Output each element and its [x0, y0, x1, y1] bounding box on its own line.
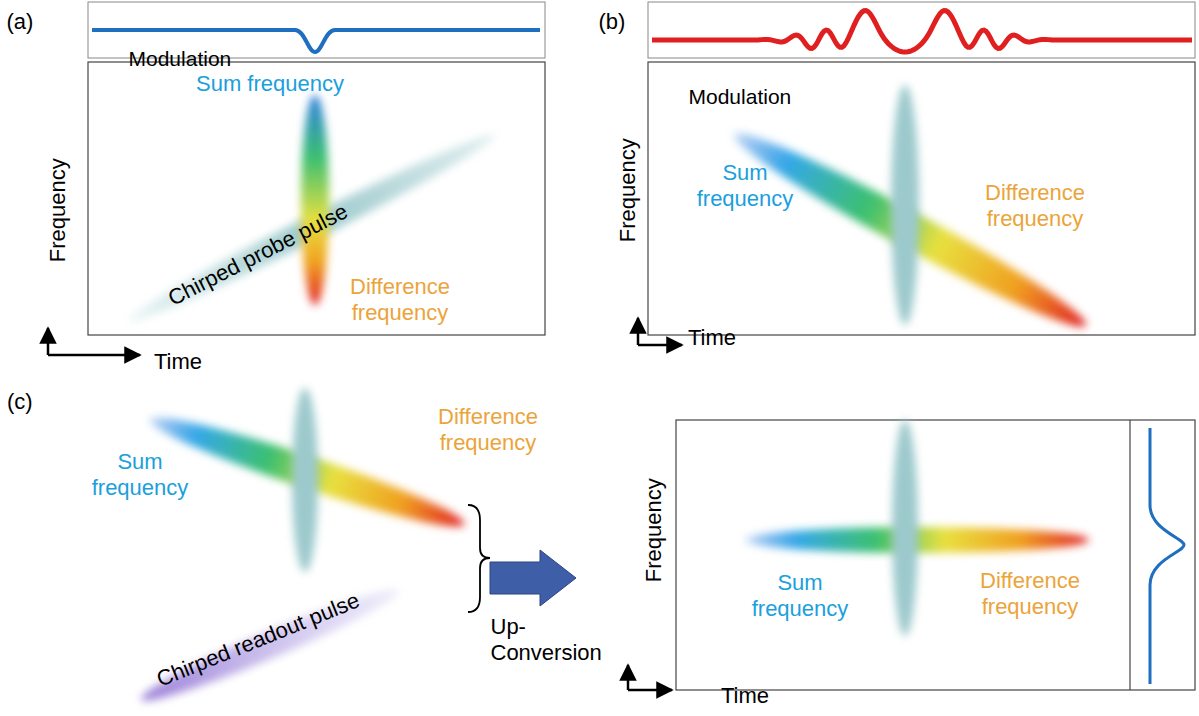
annotation-label: Difference frequency — [335, 274, 465, 327]
axis-arrow — [627, 665, 630, 690]
axis-arrow — [637, 318, 640, 345]
upconversion-arrow — [490, 550, 576, 606]
axis-arrow — [48, 354, 140, 357]
panel-letter: (a) — [7, 9, 34, 35]
annotation-label: Sum frequency — [680, 160, 810, 213]
spectrum-pulse — [301, 95, 329, 305]
axis-arrow — [628, 689, 672, 692]
annotation-label: Difference frequency — [970, 180, 1100, 233]
annotation-label: Up- Conversion — [491, 614, 606, 667]
bracket — [468, 505, 490, 612]
annotation-label: Time — [721, 683, 769, 709]
axis-arrow — [638, 344, 682, 347]
annotation-label: Modulation — [689, 84, 792, 109]
annotation-label: Chirped readout pulse — [153, 587, 364, 693]
panel-letter: (b) — [599, 9, 626, 35]
panel-frame — [676, 420, 1195, 690]
axis-label: Frequency — [641, 478, 667, 582]
annotation-label: Sum frequency — [196, 71, 344, 97]
pump-pulse — [292, 388, 318, 572]
spectrum-trace — [1150, 428, 1184, 684]
panel-frame — [88, 62, 545, 335]
modulation-trace — [652, 11, 1192, 52]
pump-pulse — [892, 420, 918, 636]
annotation-label: Difference frequency — [423, 404, 553, 457]
panel-letter: (c) — [7, 389, 33, 415]
annotation-label: Time — [688, 325, 736, 351]
annotation-label: Sum frequency — [80, 449, 200, 502]
pump-pulse — [891, 85, 919, 325]
annotation-label: Modulation — [129, 46, 232, 71]
panel-frame — [648, 62, 1195, 335]
panel-divider — [1129, 420, 1130, 690]
annotation-label: Sum frequency — [740, 570, 860, 623]
annotation-label: Chirped probe pulse — [164, 198, 353, 311]
annotation-label: Difference frequency — [965, 568, 1095, 621]
axis-label: Frequency — [615, 138, 641, 242]
annotation-label: Time — [154, 349, 202, 375]
axis-arrow — [47, 328, 50, 355]
panel-frame — [648, 2, 1195, 58]
readout-pulse — [136, 579, 404, 712]
axis-label: Frequency — [45, 158, 71, 262]
